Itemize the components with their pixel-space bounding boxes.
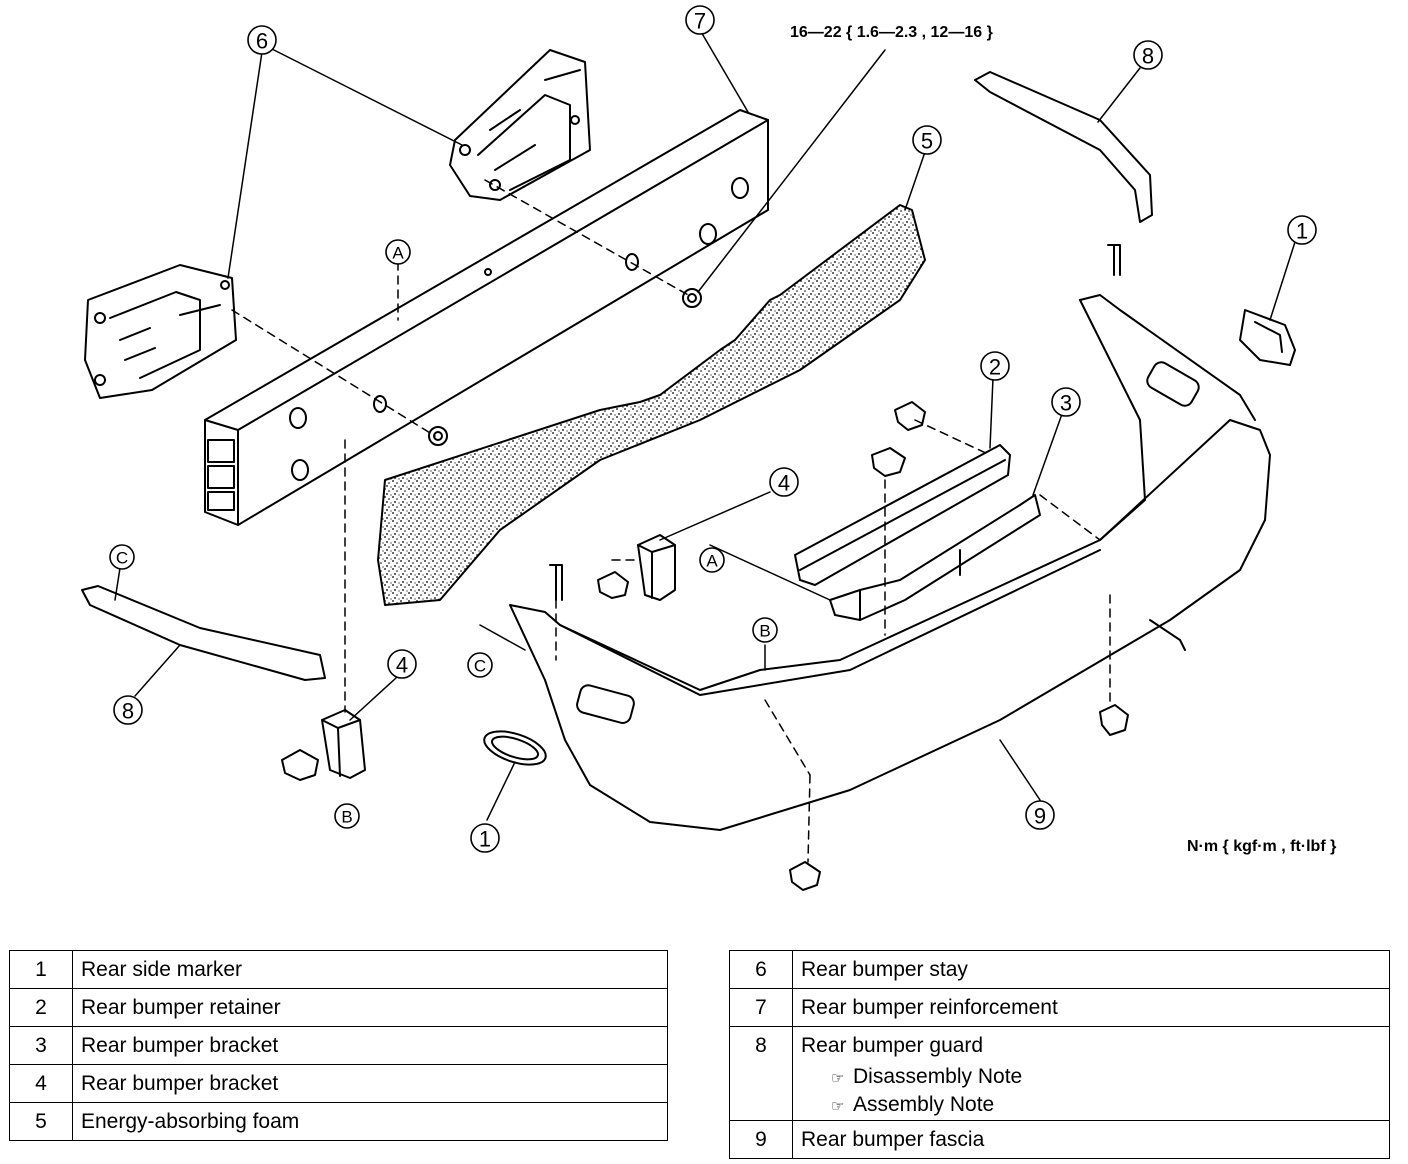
ref-B-left: B (341, 808, 352, 827)
legend-number: 8 (729, 1026, 793, 1121)
legend-label: Rear bumper bracket (72, 1064, 668, 1103)
legend-row: 9 Rear bumper fascia (729, 1120, 1390, 1159)
parts-legend-right: 6 Rear bumper stay 7 Rear bumper reinfor… (729, 950, 1390, 1159)
legend-number: 2 (9, 988, 73, 1027)
pointing-hand-icon: ☞ (831, 1098, 845, 1115)
legend-row: 2 Rear bumper retainer (9, 988, 668, 1027)
callout-2: 2 (989, 355, 1001, 380)
exploded-view-diagram: 6 7 8 5 1 A 2 3 4 A C B C 4 8 B 1 9 (81, 5, 1317, 891)
legend-row: 6 Rear bumper stay (729, 950, 1390, 989)
legend-number: 5 (9, 1102, 73, 1141)
legend-label: Rear bumper retainer (72, 988, 668, 1027)
ref-C-right: C (474, 657, 486, 676)
torque-spec: 16—22 { 1.6—2.3 , 12—16 } (790, 24, 993, 41)
callout-4-lower: 4 (396, 653, 408, 678)
pointing-hand-icon: ☞ (831, 1070, 845, 1087)
rear-side-marker-right (1239, 309, 1296, 366)
legend-label: Rear bumper reinforcement (792, 988, 1390, 1027)
legend-label: Energy-absorbing foam (72, 1102, 668, 1141)
rear-bumper-fascia (509, 294, 1271, 831)
rear-bumper-stay-right (449, 49, 591, 201)
legend-label: Rear bumper bracket (72, 1026, 668, 1065)
callout-8-lower: 8 (122, 699, 134, 724)
rear-bumper-bracket-small-lower (321, 709, 366, 779)
legend-label: Rear side marker (72, 950, 668, 989)
legend-row: 7 Rear bumper reinforcement (729, 988, 1390, 1027)
legend-number: 7 (729, 988, 793, 1027)
assembly-note-link[interactable]: ☞ Assembly Note (801, 1092, 1381, 1120)
rear-bumper-guard-lower (81, 585, 326, 681)
callout-5: 5 (921, 129, 933, 154)
energy-absorbing-foam (377, 204, 926, 606)
torque-units-note: N·m { kgf·m , ft·lbf } (1187, 838, 1337, 855)
legend-number: 1 (9, 950, 73, 989)
note-label: Assembly Note (853, 1093, 995, 1116)
disassembly-note-link[interactable]: ☞ Disassembly Note (801, 1064, 1381, 1092)
legend-row: 1 Rear side marker (9, 950, 668, 989)
parts-legend-left: 1 Rear side marker 2 Rear bumper retaine… (9, 950, 668, 1141)
ref-B-right: B (759, 622, 770, 641)
callout-8-upper: 8 (1142, 44, 1154, 69)
clip-fasteners (281, 244, 1129, 891)
leader-lines (114, 29, 1296, 821)
callout-1-right: 1 (1296, 219, 1308, 244)
legend-number: 6 (729, 950, 793, 989)
callout-7: 7 (694, 9, 706, 34)
note-label: Disassembly Note (853, 1065, 1023, 1088)
legend-row: 8 Rear bumper guard ☞ Disassembly Note ☞ A… (729, 1026, 1390, 1121)
rear-bumper-stay-left (84, 264, 237, 399)
rear-bumper-guard-upper (974, 71, 1153, 223)
rear-bumper-retainer (794, 444, 1011, 586)
legend-label: Rear bumper guard (801, 1034, 984, 1057)
ref-A-upper: A (392, 244, 404, 263)
rear-bumper-bracket-main (829, 494, 1041, 621)
callouts (109, 5, 1317, 853)
rear-bumper-bracket-small-upper (637, 534, 676, 601)
callout-4-upper: 4 (778, 471, 790, 496)
legend-number: 3 (9, 1026, 73, 1065)
legend-row: 3 Rear bumper bracket (9, 1026, 668, 1065)
callout-9: 9 (1034, 804, 1046, 829)
legend-number: 4 (9, 1064, 73, 1103)
legend-row: 4 Rear bumper bracket (9, 1064, 668, 1103)
legend-label: Rear bumper fascia (792, 1120, 1390, 1159)
callout-6-left: 6 (256, 29, 268, 54)
callout-3: 3 (1060, 391, 1072, 416)
rear-bumper-reinforcement (204, 109, 769, 526)
legend-row: 5 Energy-absorbing foam (9, 1102, 668, 1141)
assembly-dashed-lines (231, 179, 1111, 863)
legend-cell-guard: Rear bumper guard ☞ Disassembly Note ☞ Ass… (792, 1026, 1390, 1121)
ref-A-lower: A (706, 552, 718, 571)
rear-side-marker-left (483, 730, 547, 766)
legend-number: 9 (729, 1120, 793, 1159)
ref-C-left: C (116, 549, 128, 568)
callout-1-left: 1 (479, 827, 491, 852)
legend-label: Rear bumper stay (792, 950, 1390, 989)
